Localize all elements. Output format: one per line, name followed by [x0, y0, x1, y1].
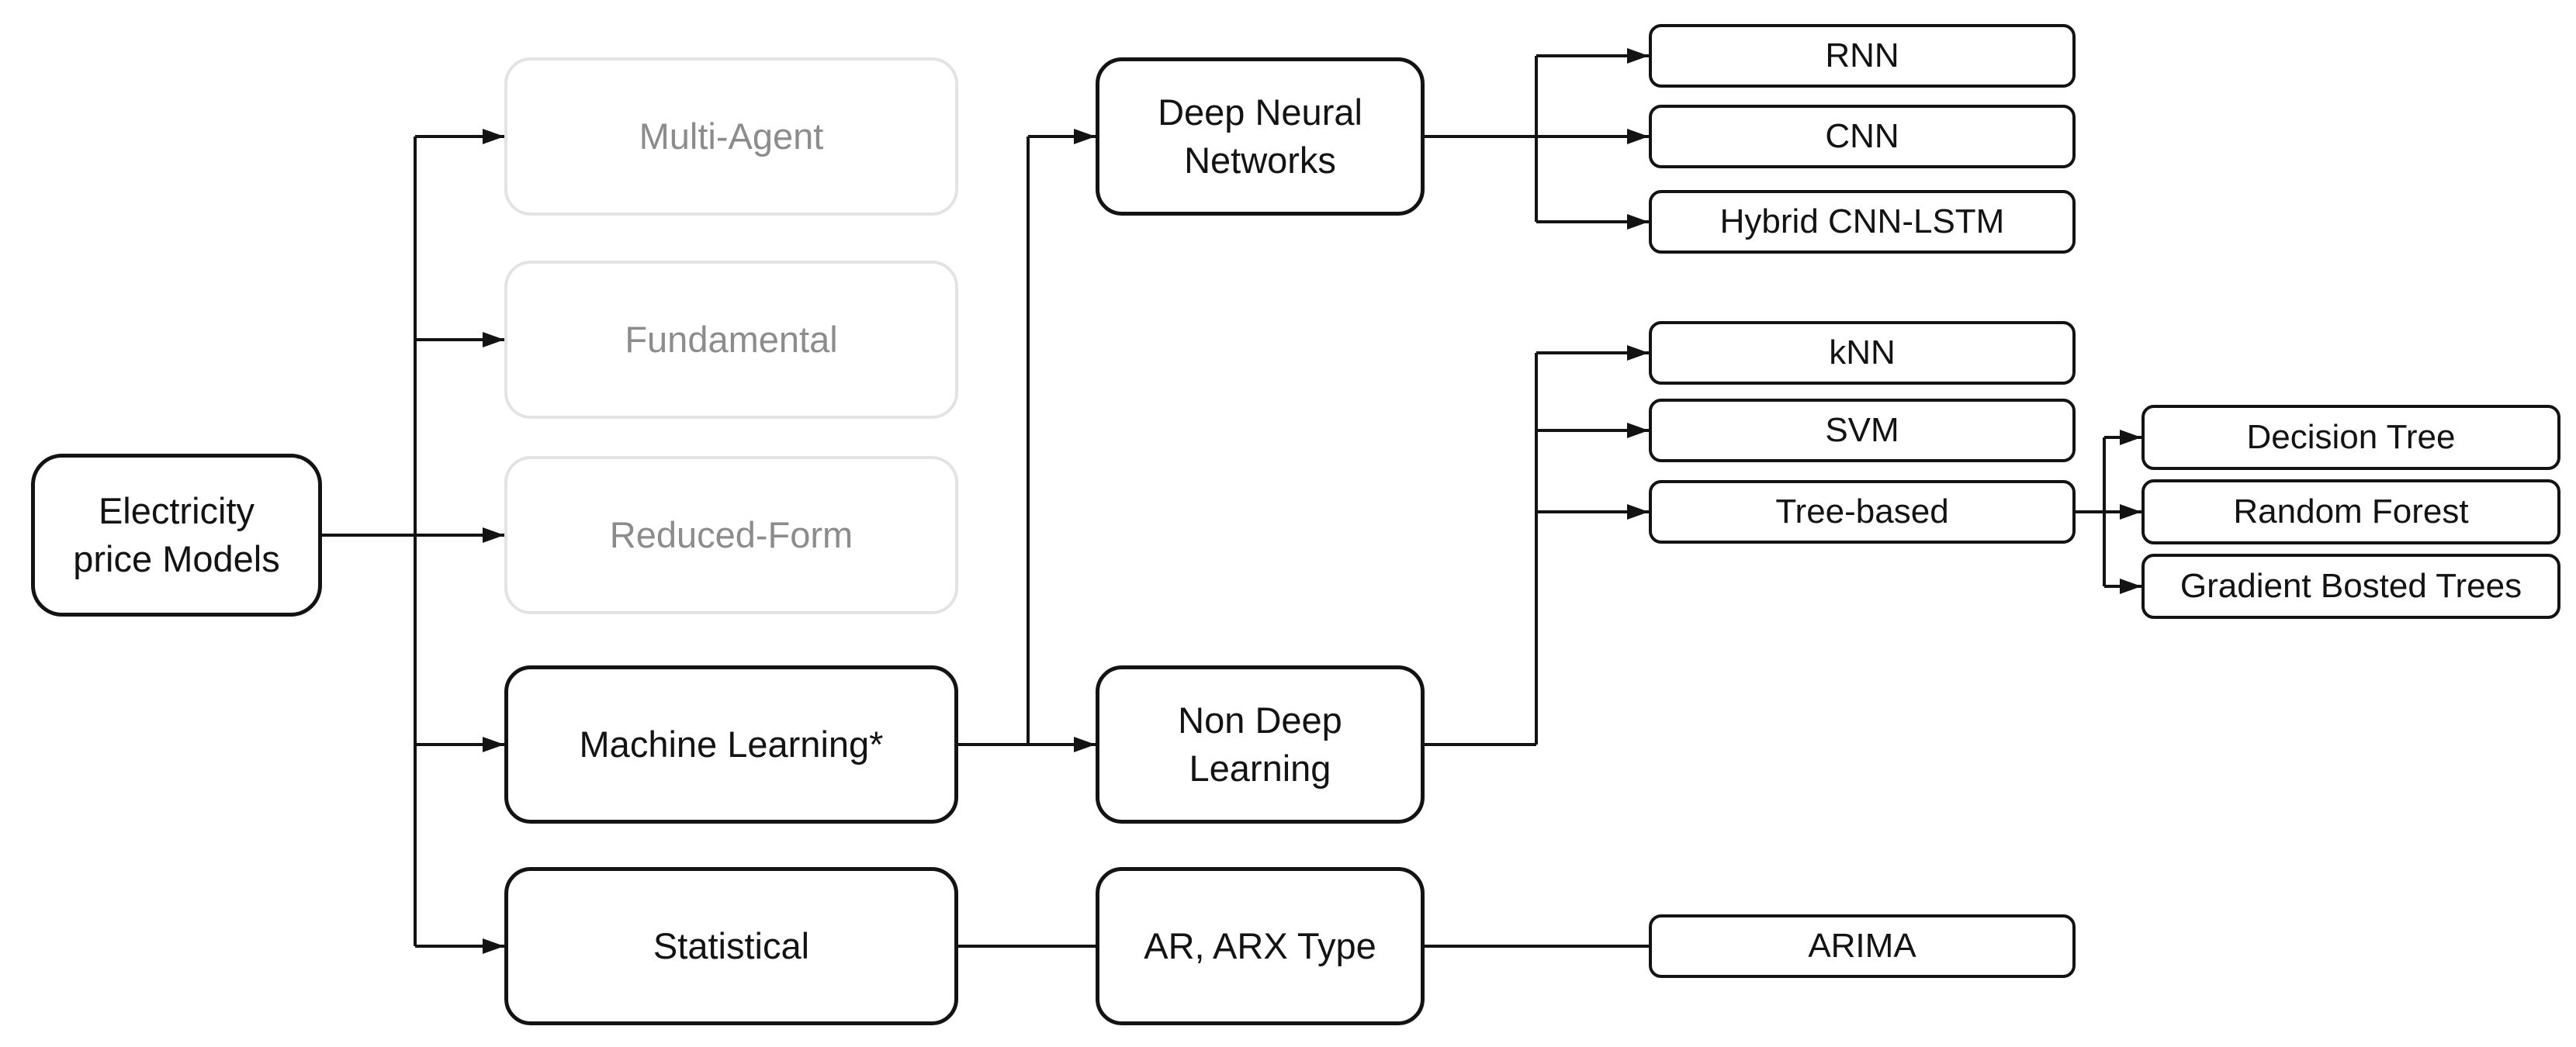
node-electricity-price-models: Electricity price Models	[31, 454, 322, 617]
node-label: Random Forest	[2233, 492, 2469, 530]
node-label: AR, ARX Type	[1144, 924, 1376, 966]
node-hybrid-cnn-lstm: Hybrid CNN-LSTM	[1649, 190, 2076, 254]
node-label: Electricity price Models	[73, 489, 280, 579]
node-label: Machine Learning*	[579, 723, 884, 765]
node-label: Reduced-Form	[609, 513, 853, 555]
node-label: RNN	[1825, 36, 1899, 74]
node-label: kNN	[1829, 333, 1896, 371]
node-label: Decision Tree	[2246, 417, 2456, 456]
node-cnn: CNN	[1649, 105, 2076, 168]
node-fundamental: Fundamental	[504, 261, 958, 419]
node-label: ARIMA	[1808, 926, 1916, 965]
node-label: Non Deep Learning	[1178, 699, 1342, 789]
node-svm: SVM	[1649, 399, 2076, 462]
node-machine-learning: Machine Learning*	[504, 665, 958, 824]
node-tree-based: Tree-based	[1649, 480, 2076, 544]
node-label: Tree-based	[1775, 492, 1949, 530]
node-label: Deep Neural Networks	[1158, 91, 1362, 181]
node-label: Hybrid CNN-LSTM	[1719, 202, 2005, 240]
node-statistical: Statistical	[504, 867, 958, 1025]
node-deep-neural-networks: Deep Neural Networks	[1096, 57, 1425, 216]
node-label: CNN	[1825, 116, 1899, 155]
node-random-forest: Random Forest	[2141, 479, 2560, 544]
node-arima: ARIMA	[1649, 914, 2076, 978]
node-non-deep-learning: Non Deep Learning	[1096, 665, 1425, 824]
node-ar-arx-type: AR, ARX Type	[1096, 867, 1425, 1025]
node-label: SVM	[1825, 410, 1899, 449]
node-label: Fundamental	[625, 318, 838, 360]
node-label: Gradient Bosted Trees	[2180, 566, 2522, 605]
node-decision-tree: Decision Tree	[2141, 405, 2560, 470]
node-multi-agent: Multi-Agent	[504, 57, 958, 216]
node-rnn: RNN	[1649, 24, 2076, 88]
node-knn: kNN	[1649, 321, 2076, 385]
node-gradient-bosted-trees: Gradient Bosted Trees	[2141, 554, 2560, 619]
node-reduced-form: Reduced-Form	[504, 456, 958, 614]
node-label: Statistical	[653, 924, 810, 966]
node-label: Multi-Agent	[639, 115, 824, 157]
